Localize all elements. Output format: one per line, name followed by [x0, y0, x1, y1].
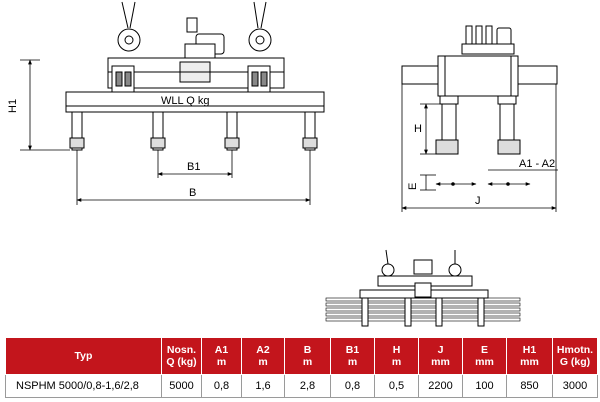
- column-header: Hmotn.G (kg): [552, 337, 598, 375]
- table-cell: 2200: [418, 374, 463, 398]
- table-cell: 2,8: [284, 374, 331, 398]
- column-header: Typ: [5, 337, 162, 375]
- table-cell: 0,8: [330, 374, 375, 398]
- table-cell: 0,8: [201, 374, 242, 398]
- table-cell: NSPHM 5000/0,8-1,6/2,8: [5, 374, 162, 398]
- h1-label: H1: [7, 99, 19, 113]
- b-label: B: [189, 187, 196, 199]
- h-label: H: [414, 123, 422, 135]
- side-view-drawing: [401, 25, 558, 155]
- b1-label: B1: [187, 161, 200, 173]
- j-label: J: [475, 195, 481, 207]
- technical-drawings: WLL Q kg H1 B1 B: [7, 1, 558, 327]
- table-cell: 5000: [161, 374, 202, 398]
- e-label: E: [407, 183, 419, 190]
- table-cell: 3000: [552, 374, 598, 398]
- side-view-dimensions: [401, 84, 558, 212]
- table-cell: 850: [506, 374, 553, 398]
- table-cell: 1,6: [241, 374, 285, 398]
- column-header: Nosn.Q (kg): [161, 337, 202, 375]
- front-view-drawing: [65, 1, 325, 151]
- front-view-dimensions: [20, 59, 311, 205]
- table-cell: 0,5: [374, 374, 419, 398]
- loaded-view-drawing: [325, 249, 521, 327]
- a1-a2-label: A1 - A2: [519, 158, 555, 170]
- table-cell: 100: [462, 374, 507, 398]
- wll-label: WLL Q kg: [161, 95, 210, 107]
